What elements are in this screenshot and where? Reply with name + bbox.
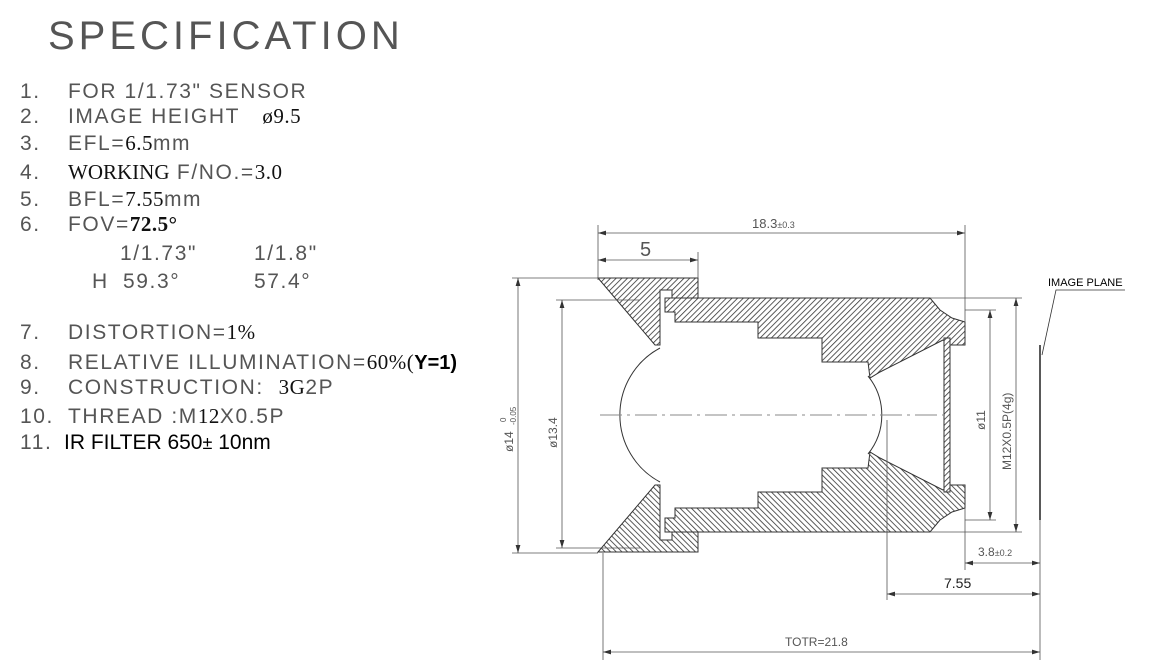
fov-val-2: 57.4° xyxy=(254,270,312,293)
item-value: 10nm xyxy=(218,431,271,454)
item-label: WORKING xyxy=(68,160,170,184)
item-number: 1. xyxy=(20,80,41,103)
svg-text:-0.05: -0.05 xyxy=(509,406,518,425)
dimension-lines xyxy=(512,225,1041,660)
item-value: 7.55 xyxy=(125,187,164,211)
item-value: 3.0 xyxy=(254,160,283,184)
item-value: 60%( xyxy=(366,350,415,374)
barrel xyxy=(664,297,966,379)
item-text: WORKING F/NO.=3.0 xyxy=(68,160,283,184)
item-number: 9. xyxy=(20,376,41,399)
item-note: Y=1) xyxy=(414,352,458,374)
dim-flange-text: 3.8±0.2 xyxy=(978,545,1012,559)
item-text: BFL=7.55mm xyxy=(68,187,203,211)
image-plane-label: IMAGE PLANE xyxy=(1048,277,1123,289)
item-number: 6. xyxy=(20,213,41,236)
svg-text:ø14: ø14 xyxy=(502,431,516,452)
dim-totr-text: TOTR=21.8 xyxy=(785,635,848,649)
fov-val-1: 59.3° xyxy=(123,270,181,293)
item-value: 72.5° xyxy=(129,212,178,236)
front-cap xyxy=(596,277,699,346)
item-text: EFL=6.5mm xyxy=(68,131,192,155)
dim-outer-dia-text: ø14 0 -0.05 xyxy=(499,406,518,452)
item-label: BFL= xyxy=(68,188,126,211)
item-number: 5. xyxy=(20,188,41,211)
item-label: DISTORTION= xyxy=(68,321,227,344)
fov-col-1: 1/1.73" xyxy=(120,242,198,265)
item-number: 10. xyxy=(20,405,54,428)
item-text: IMAGE HEIGHT ø9.5 xyxy=(68,104,302,128)
image-plane-leader xyxy=(1041,289,1125,356)
item-label: IMAGE HEIGHT xyxy=(68,105,241,128)
fov-row-label: H xyxy=(92,270,109,293)
page-title: SPECIFICATION xyxy=(48,14,404,58)
item-text: IR FILTER 650± 10nm xyxy=(64,432,271,453)
lens-body-upper xyxy=(596,277,966,379)
item-label-2: F/NO.= xyxy=(176,161,255,184)
item-number: 3. xyxy=(20,132,41,155)
dim-thread-text: M12X0.5P(4g) xyxy=(1000,393,1014,470)
dim-rear-dia-text: ø11 xyxy=(974,410,988,430)
item-value: ø9.5 xyxy=(262,104,302,128)
item-label: RELATIVE ILLUMINATION= xyxy=(68,351,367,374)
item-number: 8. xyxy=(20,351,41,374)
svg-text:0: 0 xyxy=(499,417,508,422)
item-text: DISTORTION=1% xyxy=(68,320,256,344)
dim-overall-text: 18.3±0.3 xyxy=(752,216,795,231)
dim-cap-text: 5 xyxy=(640,239,651,261)
item-label: CONSTRUCTION: xyxy=(68,376,264,399)
item-value: 1% xyxy=(226,320,256,344)
item-number: 11. xyxy=(20,431,53,454)
item-value: 3G xyxy=(278,375,306,399)
item-label: EFL= xyxy=(68,132,126,155)
item-unit: mm xyxy=(163,188,203,211)
item-text: RELATIVE ILLUMINATION=60%(Y=1) xyxy=(68,350,458,374)
dim-lens-dia-text: ø13.4 xyxy=(546,417,560,448)
item-label: THREAD :M xyxy=(68,405,198,428)
item-number: 2. xyxy=(20,105,41,128)
item-label: FOV= xyxy=(68,213,130,236)
fov-col-2: 1/1.8" xyxy=(254,242,318,265)
item-text: FOR 1/1.73" SENSOR xyxy=(68,80,308,103)
item-value: 12 xyxy=(197,404,220,428)
item-value-2: 2P xyxy=(305,376,335,399)
item-number: 4. xyxy=(20,161,41,184)
item-unit: mm xyxy=(152,132,192,155)
item-text: FOV=72.5° xyxy=(68,212,178,236)
dim-bfl-text: 7.55 xyxy=(944,575,971,591)
item-value-2: X0.5P xyxy=(219,405,286,428)
item-number: 7. xyxy=(20,321,41,344)
lens-body-lower xyxy=(596,451,966,553)
item-text: CONSTRUCTION: 3G2P xyxy=(68,375,335,399)
item-text: THREAD :M12X0.5P xyxy=(68,404,286,428)
item-value: 6.5 xyxy=(125,131,153,155)
item-tolerance-sign: ± xyxy=(202,433,213,453)
item-label: IR FILTER 650 xyxy=(64,431,203,454)
